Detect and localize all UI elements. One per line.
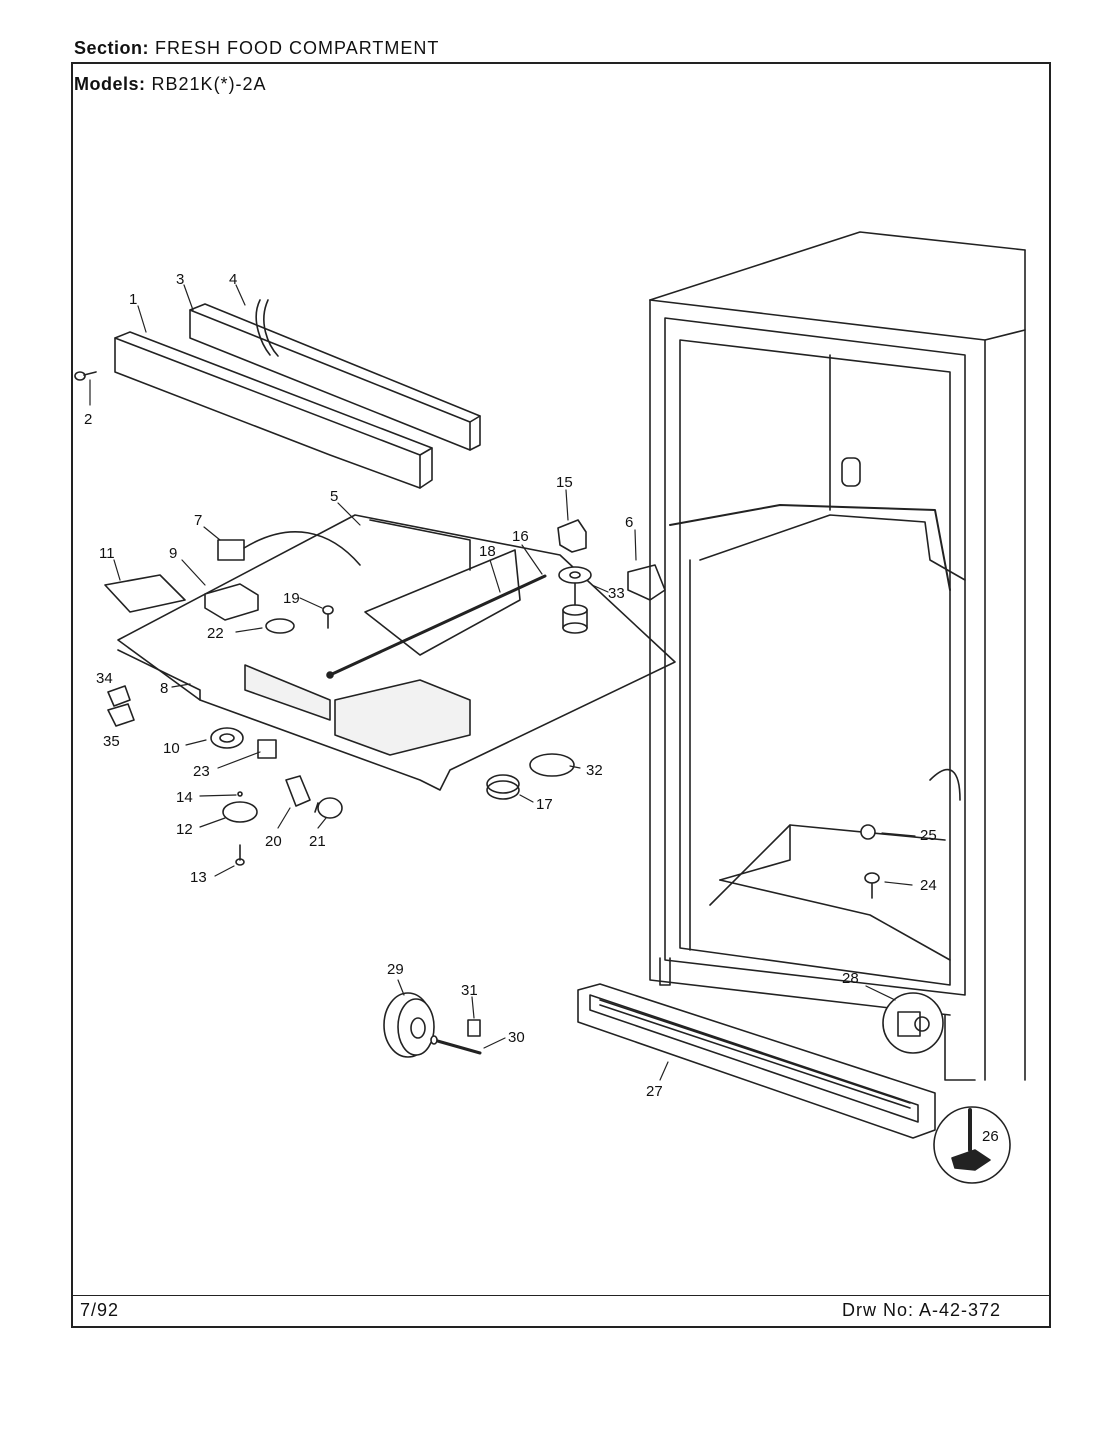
callout-labels: 1 2 3 4 5 6 7 8 9 10 11 12 13 14 15 16 1…	[84, 271, 999, 1145]
drawing-number: Drw No: A-42-372	[842, 1300, 1002, 1320]
part-11-plate	[104, 574, 186, 613]
callout-34: 34	[96, 670, 113, 687]
footer-divider	[71, 1295, 1051, 1296]
section-header: Section: FRESH FOOD COMPARTMENT	[74, 38, 439, 59]
part-22-socket	[265, 618, 295, 634]
section-label: Section:	[74, 38, 150, 58]
part-19-screw	[322, 605, 334, 629]
callout-30: 30	[508, 1029, 525, 1046]
callout-8: 8	[160, 680, 168, 697]
callout-27: 27	[646, 1083, 663, 1100]
callout-9: 9	[169, 545, 177, 562]
part-29-wheel	[383, 992, 435, 1058]
part-10-knob	[210, 727, 244, 749]
models-label: Models:	[74, 74, 146, 94]
part-9-bracket	[204, 583, 259, 621]
part-26-leveling-leg	[933, 1106, 1011, 1184]
callout-1: 1	[129, 291, 137, 308]
callout-25: 25	[920, 827, 937, 844]
part-20-lamp-socket	[285, 775, 311, 807]
part-34-35-clips	[107, 685, 135, 727]
callout-2: 2	[84, 411, 92, 428]
callout-32: 32	[586, 762, 603, 779]
callout-5: 5	[330, 488, 338, 505]
part-24-screw	[864, 872, 880, 899]
callout-28: 28	[842, 970, 859, 987]
callout-19: 19	[283, 590, 300, 607]
part-3-4-rail	[189, 299, 481, 451]
callout-17: 17	[536, 796, 553, 813]
callout-10: 10	[163, 740, 180, 757]
callout-24: 24	[920, 877, 937, 894]
callout-26: 26	[982, 1128, 999, 1145]
callout-21: 21	[309, 833, 326, 850]
part-30-axle	[430, 1035, 482, 1055]
callout-22: 22	[207, 625, 224, 642]
callout-3: 3	[176, 271, 184, 288]
models-header: Models: RB21K(*)-2A	[74, 74, 267, 95]
callout-20: 20	[265, 833, 282, 850]
part-17-ring	[486, 774, 520, 800]
drawing-date: 7/92	[80, 1300, 120, 1320]
callout-15: 15	[556, 474, 573, 491]
callout-7: 7	[194, 512, 202, 529]
part-1-rail	[114, 331, 433, 489]
drawing-frame	[71, 62, 1051, 1328]
callout-18: 18	[479, 543, 496, 560]
callout-13: 13	[190, 869, 207, 886]
callout-4: 4	[229, 271, 237, 288]
callout-35: 35	[103, 733, 120, 750]
callout-31: 31	[461, 982, 478, 999]
callout-16: 16	[512, 528, 529, 545]
callout-33: 33	[608, 585, 625, 602]
part-12-14-13-knob-assembly	[222, 791, 258, 866]
leader-lines	[89, 284, 916, 1081]
section-title: FRESH FOOD COMPARTMENT	[155, 38, 440, 58]
part-32-cap	[529, 753, 575, 777]
part-6-hinge	[627, 564, 666, 601]
callout-14: 14	[176, 789, 193, 806]
callout-23: 23	[193, 763, 210, 780]
callout-12: 12	[176, 821, 193, 838]
part-2-screw	[74, 371, 97, 381]
callout-11: 11	[99, 545, 115, 562]
callout-6: 6	[625, 514, 633, 531]
part-25-fastener	[860, 824, 876, 840]
models-value: RB21K(*)-2A	[151, 74, 267, 94]
part-21-bulb	[314, 797, 343, 819]
part-33-damper	[558, 566, 592, 634]
part-8-cover-plate	[117, 514, 676, 791]
part-7-switch	[217, 531, 361, 566]
part-23-plug	[257, 739, 277, 759]
callout-29: 29	[387, 961, 404, 978]
part-27-grille	[577, 983, 936, 1139]
part-31-clip	[467, 1019, 481, 1037]
part-28-detail	[882, 992, 944, 1054]
refrigerator-cabinet	[649, 231, 1026, 1081]
part-15-clip	[557, 519, 587, 553]
